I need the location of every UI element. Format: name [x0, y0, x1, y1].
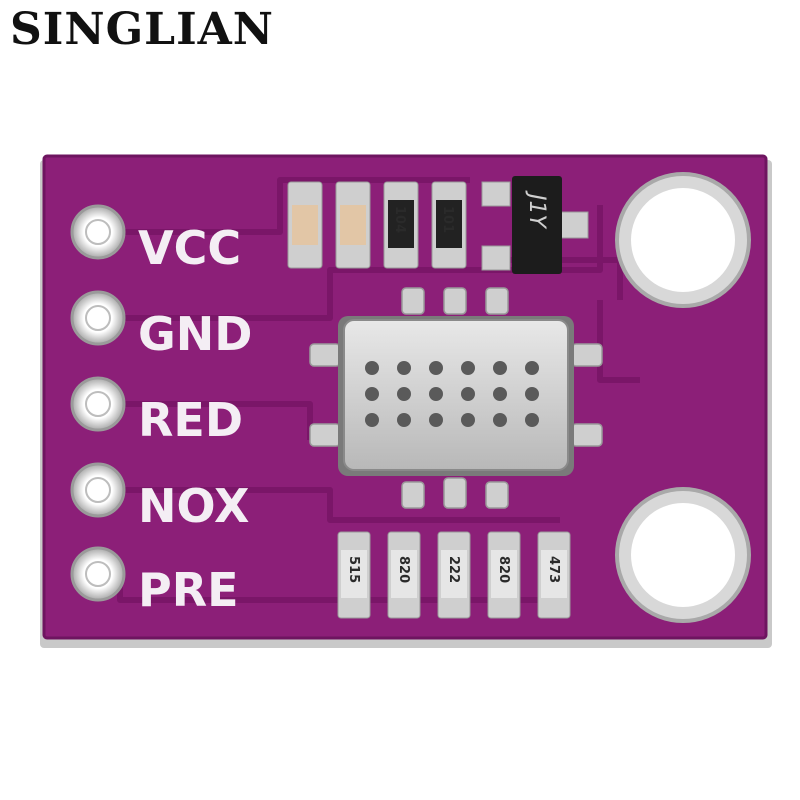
resistor-515-label: 515	[346, 556, 361, 583]
pin-header	[70, 204, 126, 602]
resistor-820-b: 820	[487, 531, 521, 619]
resistor-515: 515	[337, 531, 371, 619]
pin-label-gnd: GND	[138, 307, 252, 361]
gas-sensor-chip	[338, 316, 574, 476]
pin-label-nox: NOX	[138, 479, 249, 533]
pin-label-vcc: VCC	[138, 221, 241, 275]
resistor-222-label: 222	[446, 556, 461, 583]
resistor-820-a-label: 820	[396, 556, 411, 583]
pin-label-pre: PRE	[138, 563, 239, 617]
sensor-pads	[309, 287, 603, 509]
resistor-101: 101	[431, 181, 467, 269]
brand-watermark: SINGLIAN	[10, 4, 275, 55]
resistor-222: 222	[437, 531, 471, 619]
transistor-marking: J1Y	[524, 190, 549, 229]
resistor-820-a: 820	[387, 531, 421, 619]
mounting-hole-bottom	[615, 487, 751, 623]
resistor-473: 473	[537, 531, 571, 619]
resistor-473-label: 473	[546, 556, 561, 583]
mounting-hole-top	[615, 172, 751, 308]
transistor-sot23: J1Y	[481, 176, 589, 274]
sensor-vent-holes	[365, 361, 539, 427]
capacitor-c1	[287, 181, 323, 269]
resistor-104-label: 104	[392, 206, 407, 233]
capacitor-c2	[335, 181, 371, 269]
pin-label-red: RED	[138, 393, 243, 447]
resistor-101-label: 101	[440, 206, 455, 233]
resistor-104: 104	[383, 181, 419, 269]
resistor-820-b-label: 820	[496, 556, 511, 583]
